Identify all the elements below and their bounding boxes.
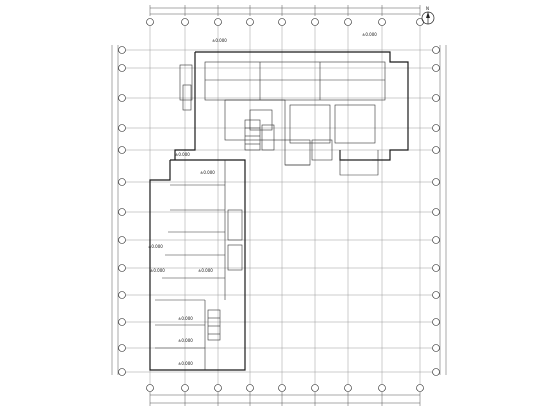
elevation-mark: ±0.000 [178,316,193,321]
bottom-dimension-line [149,392,421,406]
elevation-mark: ±0.000 [200,170,215,175]
grid-bubbles-top [146,18,424,26]
north-arrow-icon [426,12,430,18]
elevation-mark: ±0.000 [198,268,213,273]
north-label: N [426,6,429,11]
side-dimension-lines [111,45,447,375]
horizontal-grid-lines [118,49,440,373]
elevation-mark: ±0.000 [150,268,165,273]
grid-bubbles-bottom [146,384,424,392]
left-wing-rooms [149,159,246,371]
elevation-mark: ±0.000 [362,32,377,37]
elevation-mark: ±0.000 [178,361,193,366]
elevation-mark: ±0.000 [212,38,227,43]
elevation-mark: ±0.000 [148,244,163,249]
north-arrow: N [421,6,435,25]
grid-bubbles-left [118,46,126,376]
vertical-grid-lines [149,20,421,390]
elevation-marks: ±0.000 ±0.000 ±0.000 ±0.000 ±0.000 ±0.00… [148,32,377,366]
elevation-mark: ±0.000 [178,338,193,343]
elevation-mark: ±0.000 [175,152,190,157]
central-core [244,119,333,166]
grid-bubbles-right [432,46,440,376]
entry-canopy [339,150,379,176]
upper-building-block [174,51,409,161]
top-dimension-line [149,5,421,16]
